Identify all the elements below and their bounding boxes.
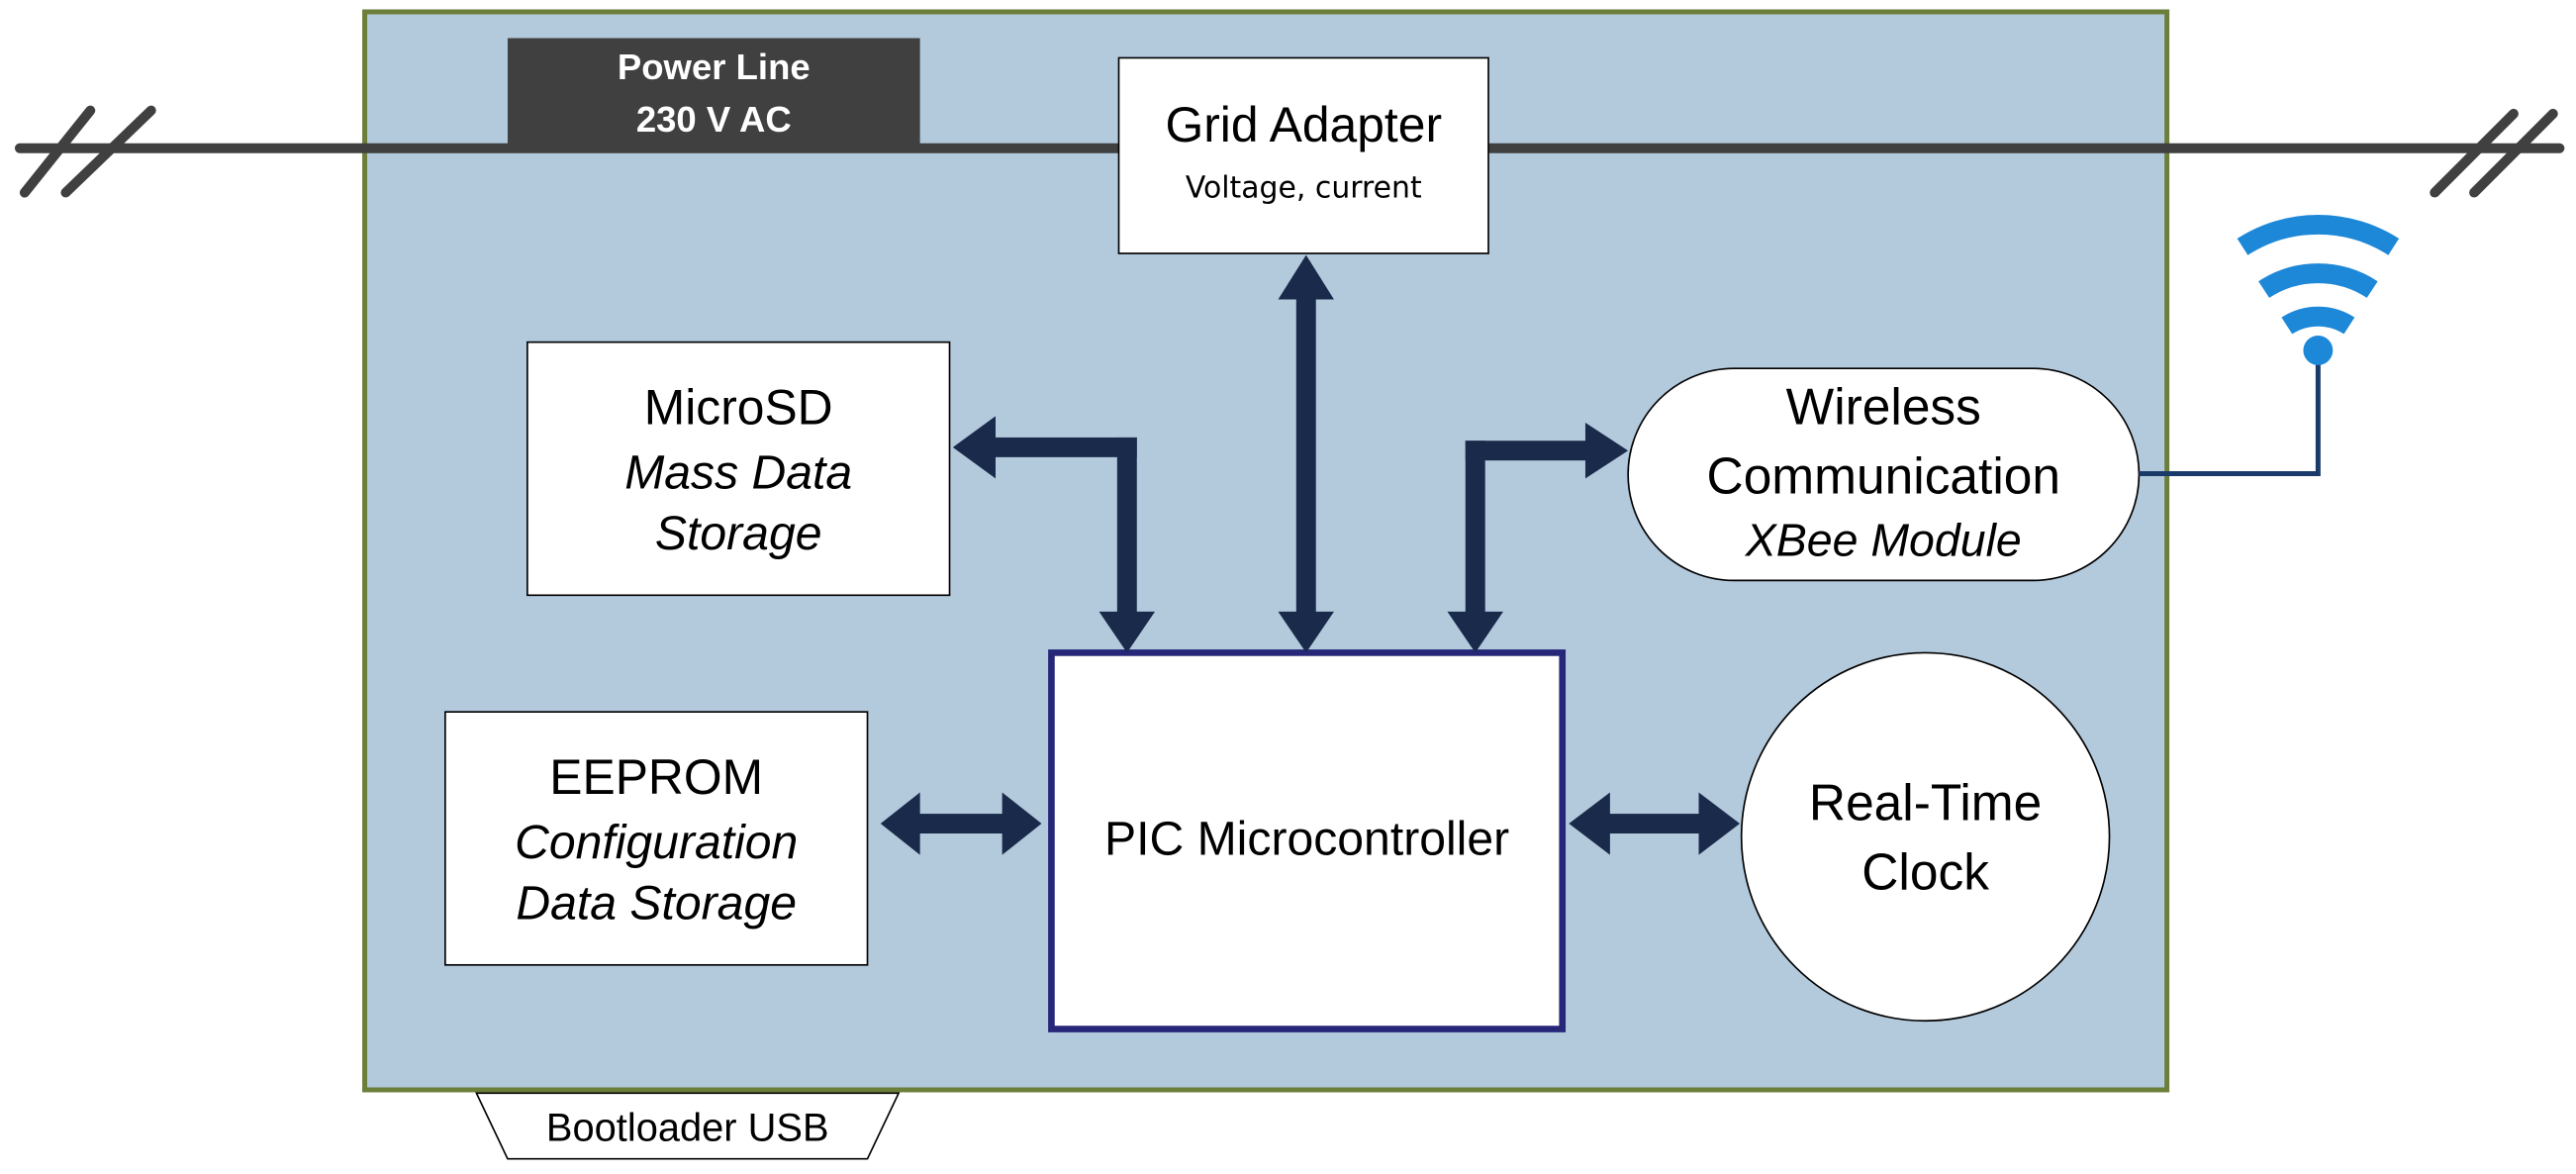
wifi-icon [2237,215,2400,335]
line-break-right-icon [2430,108,2558,198]
arrow-pic-grid-adapter [1278,254,1334,653]
microsd-title: MicroSD [644,380,833,436]
eeprom-subtitle-2: Data Storage [516,876,797,929]
wireless-subtitle: XBee Module [1745,514,2022,565]
bootloader-usb-port [475,1092,901,1160]
grid-adapter-title: Grid Adapter [1165,97,1442,152]
rtc-title-1: Real-Time [1809,774,2042,832]
arrow-pic-wireless [1447,422,1629,653]
pic-microcontroller-block [1048,649,1567,1032]
microsd-subtitle-1: Mass Data [624,445,852,499]
wifi-dot-icon [2303,336,2334,365]
eeprom-block [444,711,869,966]
power-line-subtitle: 230 V AC [636,99,792,140]
wireless-title-2: Communication [1707,446,2060,504]
arrow-pic-rtc [1569,792,1741,855]
power-line-title: Power Line [618,47,811,87]
grid-adapter-subtitle: Voltage, current [1186,171,1422,206]
microsd-block [526,341,951,597]
bootloader-usb-label: Bootloader USB [546,1106,829,1149]
wireless-title-1: Wireless [1786,378,1981,436]
grid-adapter-block [1117,56,1489,254]
arrow-pic-eeprom [880,792,1042,855]
rtc-title-2: Clock [1861,842,1989,900]
antenna-line [2139,349,2321,476]
pic-title: PIC Microcontroller [1104,813,1509,866]
line-break-left-icon [19,105,156,198]
power-line-label-box [507,38,920,148]
eeprom-title: EEPROM [549,749,763,805]
arrow-pic-microsd [952,416,1156,653]
microsd-subtitle-2: Storage [655,507,822,560]
eeprom-subtitle-1: Configuration [515,816,798,869]
real-time-clock-block [1740,651,2111,1023]
